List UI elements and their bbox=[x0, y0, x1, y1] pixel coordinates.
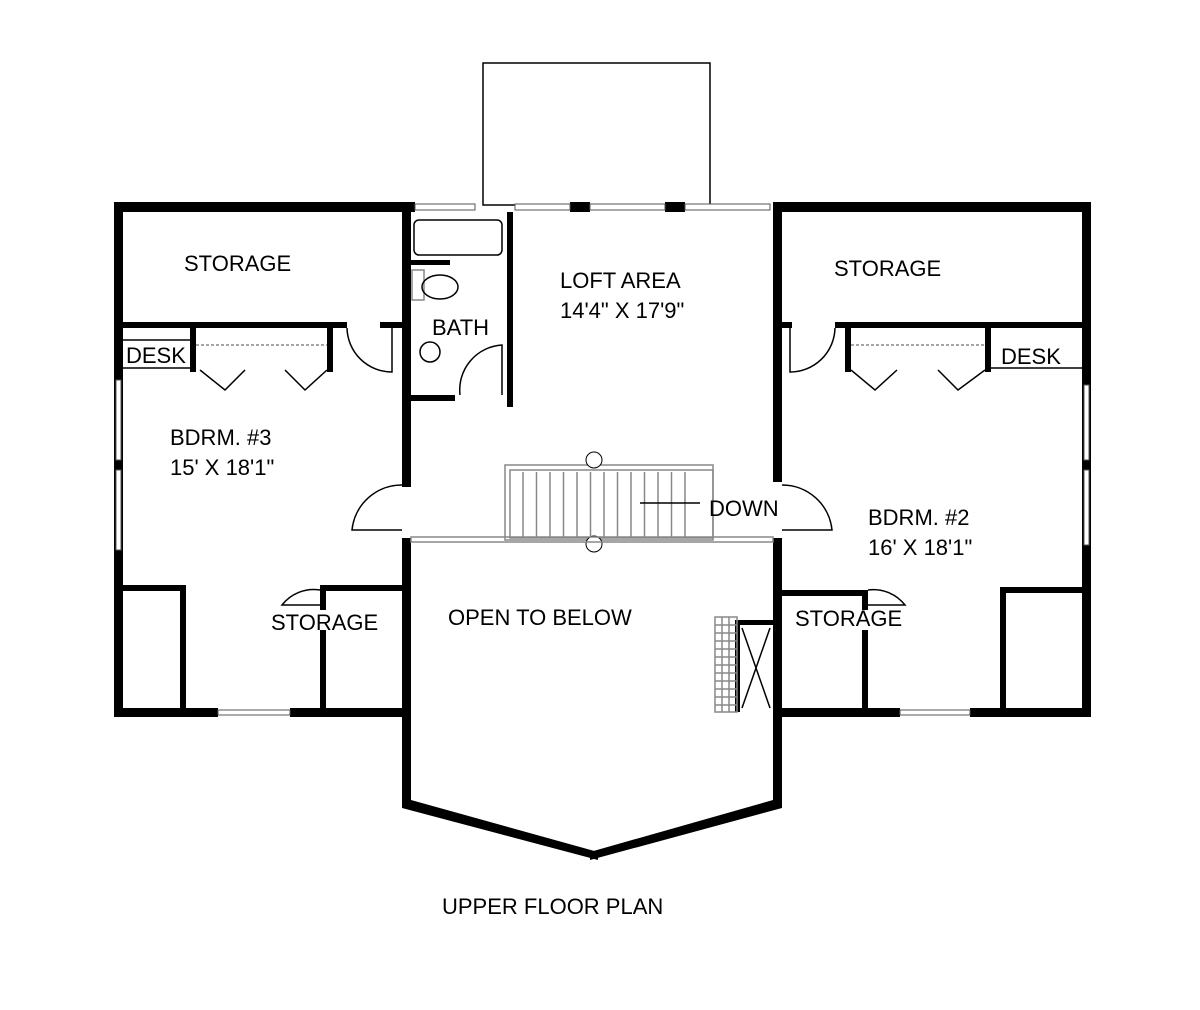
windows bbox=[115, 203, 1090, 716]
door-swing-icon bbox=[346, 327, 393, 373]
storage-bottom-right-label: STORAGE bbox=[795, 606, 902, 631]
bathtub-icon bbox=[413, 219, 503, 256]
staircase bbox=[504, 451, 714, 553]
door-swing-icon bbox=[351, 484, 403, 531]
toilet-tank-icon bbox=[411, 269, 425, 301]
deck-outline bbox=[482, 62, 711, 206]
closet-door-icon bbox=[199, 369, 328, 392]
door-swing-icon bbox=[280, 588, 321, 606]
loft-size-label: 14'4" X 17'9" bbox=[560, 298, 684, 323]
door-swing-icon bbox=[789, 327, 836, 373]
door-swing-icon bbox=[867, 588, 907, 606]
bath-door-icon bbox=[458, 344, 503, 396]
bath-label: BATH bbox=[432, 315, 489, 340]
sink-icon bbox=[419, 341, 441, 363]
bdrm2-size-label: 16' X 18'1" bbox=[868, 535, 972, 560]
storage-top-right-label: STORAGE bbox=[834, 256, 941, 281]
open-to-below-label: OPEN TO BELOW bbox=[448, 605, 632, 630]
post-icon bbox=[585, 535, 603, 553]
bdrm3-name-label: BDRM. #3 bbox=[170, 425, 271, 450]
desk-left-label: DESK bbox=[126, 343, 186, 368]
chimney-icon bbox=[714, 616, 771, 713]
storage-bottom-left-label: STORAGE bbox=[271, 610, 378, 635]
door-swing-icon bbox=[781, 484, 833, 531]
railing bbox=[410, 536, 774, 543]
plan-title: UPPER FLOOR PLAN bbox=[442, 894, 663, 919]
fixtures bbox=[120, 219, 1082, 713]
toilet-icon bbox=[421, 274, 459, 300]
down-label: DOWN bbox=[709, 496, 779, 521]
desk-right-label: DESK bbox=[1001, 344, 1061, 369]
post-icon bbox=[585, 451, 603, 469]
bdrm2-name-label: BDRM. #2 bbox=[868, 505, 969, 530]
closet-door-icon bbox=[850, 369, 986, 391]
interior-walls bbox=[117, 212, 1087, 712]
loft-name-label: LOFT AREA bbox=[560, 268, 681, 293]
storage-top-left-label: STORAGE bbox=[184, 251, 291, 276]
bdrm3-size-label: 15' X 18'1" bbox=[170, 455, 274, 480]
